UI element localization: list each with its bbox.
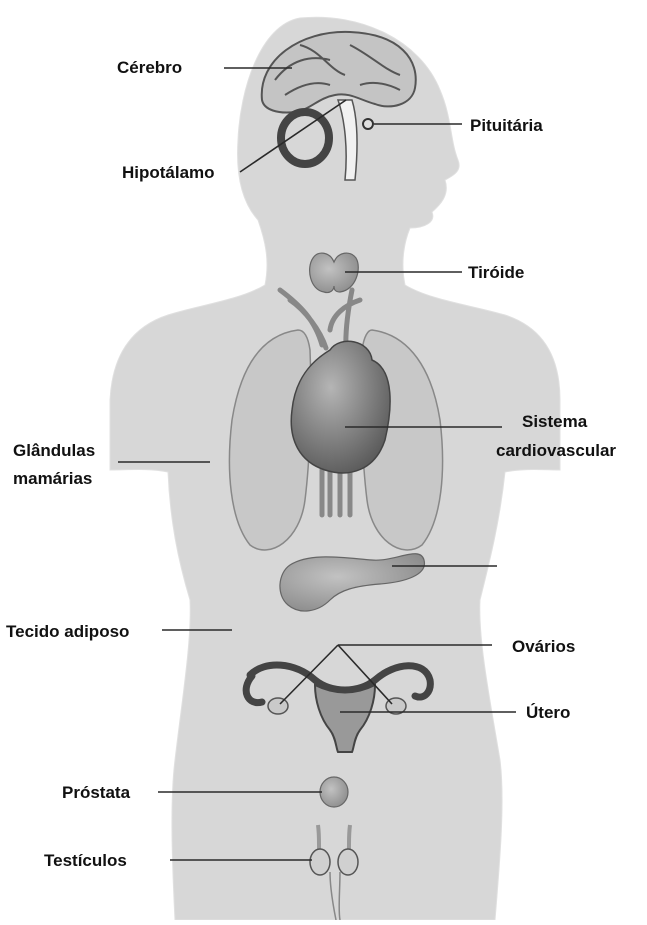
left-ovary-organ <box>268 698 288 714</box>
label-tecido-adiposo: Tecido adiposo <box>6 622 129 641</box>
label-cardiovascular: cardiovascular <box>496 441 616 460</box>
label-testiculos: Testículos <box>44 851 127 870</box>
label-hipotalamo: Hipotálamo <box>122 163 215 182</box>
label-utero: Útero <box>526 703 570 722</box>
label-sistema: Sistema <box>522 412 588 431</box>
pituitary-organ <box>363 119 373 129</box>
label-prostata: Próstata <box>62 783 131 802</box>
label-glandulas: Glândulas <box>13 441 95 460</box>
label-tiroide: Tiróide <box>468 263 524 282</box>
left-testicle-organ <box>310 849 330 875</box>
label-ovarios: Ovários <box>512 637 575 656</box>
label-mamarias: mamárias <box>13 469 92 488</box>
label-pituitaria: Pituitária <box>470 116 543 135</box>
prostate-organ <box>320 777 348 807</box>
label-cerebro: Cérebro <box>117 58 182 77</box>
right-testicle-organ <box>338 849 358 875</box>
